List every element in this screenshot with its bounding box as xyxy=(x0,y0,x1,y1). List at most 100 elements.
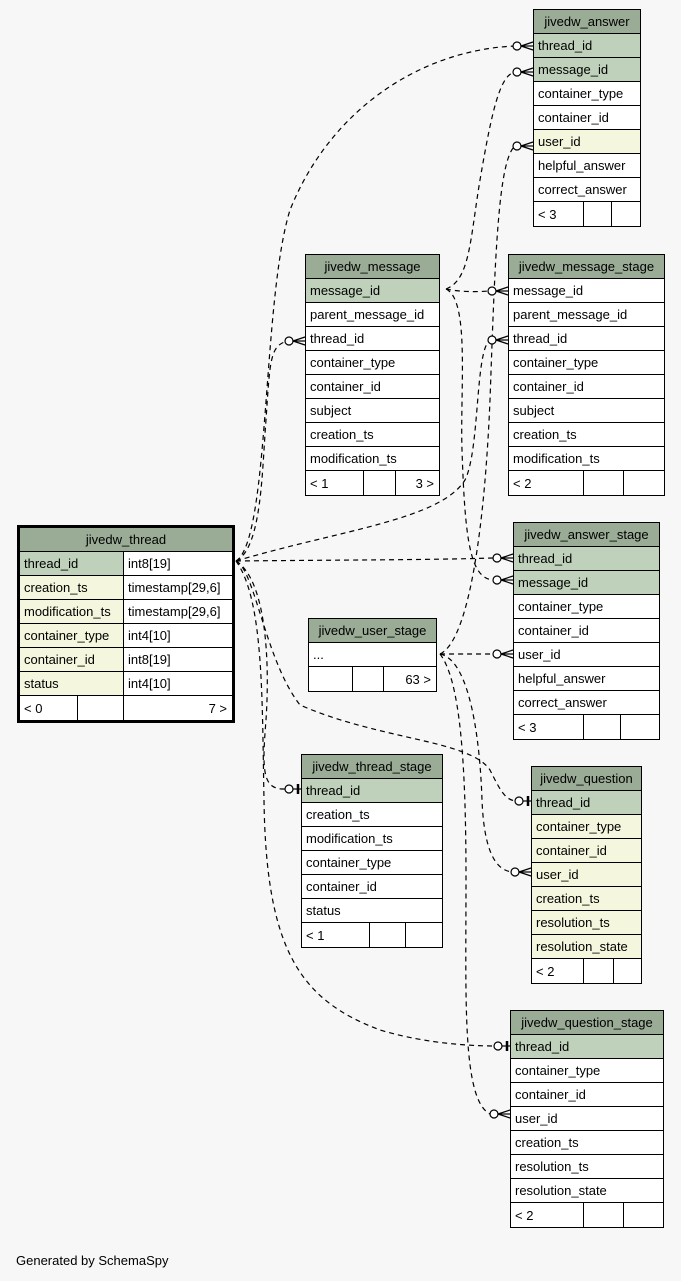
column-row[interactable]: parent_message_id xyxy=(306,303,439,327)
column-row[interactable]: modification_ts xyxy=(509,447,664,471)
column-row[interactable]: thread_id xyxy=(514,547,659,571)
column-row[interactable]: container_type xyxy=(509,351,664,375)
column-row[interactable]: container_type xyxy=(532,815,641,839)
children-count[interactable] xyxy=(624,1203,663,1227)
column-row[interactable]: resolution_ts xyxy=(511,1155,663,1179)
column-row[interactable]: ... xyxy=(309,643,436,667)
parents-count[interactable]: < 2 xyxy=(532,959,584,983)
column-type: int8[19] xyxy=(124,648,232,671)
column-row[interactable]: thread_id xyxy=(511,1035,663,1059)
parents-count[interactable]: < 1 xyxy=(306,471,364,495)
column-row[interactable]: container_type xyxy=(511,1059,663,1083)
children-count[interactable]: 63 > xyxy=(405,671,431,687)
column-name: resolution_ts xyxy=(536,915,610,930)
column-name: container_type xyxy=(513,355,599,370)
column-row[interactable]: message_id xyxy=(509,279,664,303)
column-row[interactable]: thread_id xyxy=(532,791,641,815)
children-count[interactable] xyxy=(614,959,641,983)
column-row[interactable]: parent_message_id xyxy=(509,303,664,327)
column-row[interactable]: creation_ts xyxy=(509,423,664,447)
column-row[interactable]: user_id xyxy=(532,863,641,887)
column-row[interactable]: helpful_answer xyxy=(514,667,659,691)
column-row[interactable]: resolution_state xyxy=(532,935,641,959)
column-name: container_type xyxy=(20,624,124,647)
column-name: thread_id xyxy=(536,795,591,810)
column-row[interactable]: user_id xyxy=(511,1107,663,1131)
children-count[interactable]: 7 > xyxy=(208,700,227,716)
messagestage-message-marker xyxy=(487,286,509,296)
column-row[interactable]: thread_id xyxy=(534,34,640,58)
table-header: jivedw_message xyxy=(306,255,439,279)
column-row[interactable]: container_type xyxy=(514,595,659,619)
column-row[interactable]: message_id xyxy=(534,58,640,82)
children-count[interactable] xyxy=(624,471,664,495)
rel-user-question xyxy=(439,653,513,873)
column-row[interactable]: container_type xyxy=(306,351,439,375)
parents-count[interactable]: < 2 xyxy=(511,1203,584,1227)
column-row[interactable]: message_id xyxy=(306,279,439,303)
column-row[interactable]: thread_id xyxy=(306,327,439,351)
children-count[interactable] xyxy=(406,923,442,947)
column-row[interactable]: subject xyxy=(509,399,664,423)
column-row[interactable]: container_id xyxy=(534,106,640,130)
parents-count[interactable] xyxy=(309,667,353,691)
column-name: modification_ts xyxy=(310,451,397,466)
parents-count[interactable]: < 1 xyxy=(302,923,370,947)
column-row[interactable]: modification_ts xyxy=(306,447,439,471)
column-row[interactable]: thread_id xyxy=(302,779,442,803)
table-jivedw-user-stage[interactable]: jivedw_user_stage...63 > xyxy=(308,618,437,692)
table-header: jivedw_answer_stage xyxy=(514,523,659,547)
column-name: container_id xyxy=(518,623,589,638)
column-row[interactable]: correct_answer xyxy=(534,178,640,202)
column-row[interactable]: message_id xyxy=(514,571,659,595)
parents-count[interactable]: < 3 xyxy=(534,202,584,226)
column-row[interactable]: helpful_answer xyxy=(534,154,640,178)
parents-count[interactable]: < 3 xyxy=(514,715,584,739)
parents-count[interactable]: < 0 xyxy=(20,696,78,720)
column-row[interactable]: correct_answer xyxy=(514,691,659,715)
children-count[interactable] xyxy=(621,715,659,739)
column-row[interactable]: subject xyxy=(306,399,439,423)
children-count[interactable]: 3 > xyxy=(415,475,434,491)
rel-thread-question xyxy=(235,560,517,802)
column-row[interactable]: resolution_ts xyxy=(532,911,641,935)
footer-spacer xyxy=(364,471,396,495)
column-row[interactable]: container_id xyxy=(509,375,664,399)
column-row[interactable]: user_id xyxy=(534,130,640,154)
column-row[interactable]: creation_ts xyxy=(511,1131,663,1155)
column-row[interactable]: creation_ts xyxy=(302,803,442,827)
parents-count[interactable]: < 2 xyxy=(509,471,584,495)
column-row[interactable]: resolution_state xyxy=(511,1179,663,1203)
column-row[interactable]: container_id xyxy=(514,619,659,643)
column-row[interactable]: container_type xyxy=(302,851,442,875)
column-row[interactable]: container_id xyxy=(306,375,439,399)
column-row[interactable]: status xyxy=(302,899,442,923)
question-thread-marker xyxy=(514,796,531,806)
table-header: jivedw_question_stage xyxy=(511,1011,663,1035)
column-name: modification_ts xyxy=(513,451,600,466)
column-row[interactable]: container_id xyxy=(532,839,641,863)
column-row[interactable]: container_id xyxy=(302,875,442,899)
column-row[interactable]: container_type xyxy=(534,82,640,106)
column-row[interactable]: thread_id xyxy=(509,327,664,351)
column-row[interactable]: user_id xyxy=(514,643,659,667)
column-row[interactable]: modification_ts xyxy=(302,827,442,851)
children-count[interactable] xyxy=(612,202,640,226)
column-row[interactable]: creation_ts xyxy=(532,887,641,911)
column-row[interactable]: container_id xyxy=(511,1083,663,1107)
column-row[interactable]: creation_ts xyxy=(306,423,439,447)
